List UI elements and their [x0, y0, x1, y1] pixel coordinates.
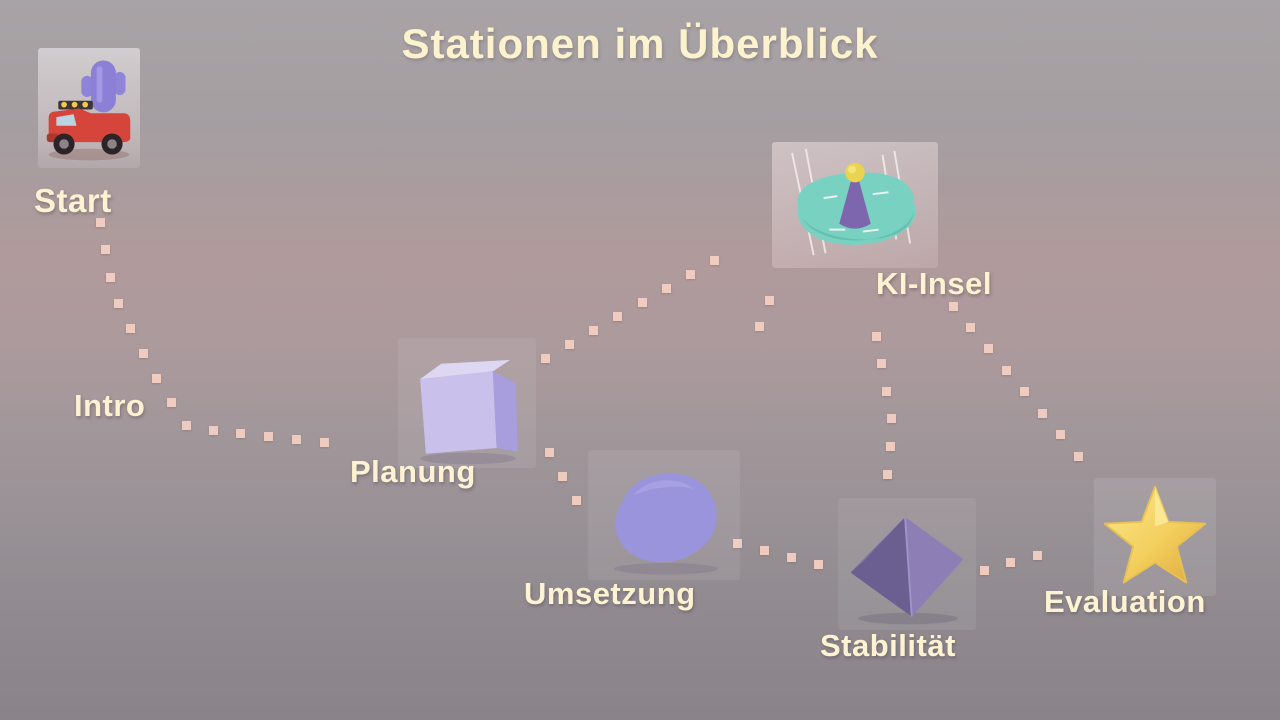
path-dot	[182, 421, 192, 431]
cube-icon	[420, 359, 518, 465]
path-dot	[813, 559, 823, 569]
station-umsetzung-image	[588, 450, 740, 580]
path-dot	[152, 373, 162, 383]
path-dot	[105, 272, 115, 282]
path-dot	[984, 344, 994, 354]
path-dot	[637, 297, 647, 307]
path-dot	[948, 301, 958, 311]
station-stabilitaet-image	[838, 498, 976, 630]
path-dot	[755, 321, 765, 331]
path-dot	[544, 447, 554, 457]
path-dot	[540, 353, 550, 363]
path-dot	[320, 437, 329, 447]
path-dot	[881, 386, 891, 396]
station-start-label: Start	[34, 182, 112, 219]
path-dot	[1033, 550, 1043, 560]
station-start-image	[38, 48, 140, 168]
path-dot	[1020, 387, 1030, 397]
path-dot	[114, 299, 124, 308]
station-evaluation-label: Evaluation	[1044, 584, 1206, 619]
path-dot	[759, 545, 769, 555]
path-dot	[886, 441, 896, 451]
pyramid-icon	[850, 517, 964, 625]
path-dot	[966, 322, 976, 332]
station-stabilitaet-label: Stabilität	[820, 628, 956, 663]
station-intro-label: Intro	[74, 388, 146, 423]
blob-icon	[614, 473, 718, 575]
path-dot	[876, 359, 886, 369]
path-dot	[264, 431, 274, 441]
path-dot	[292, 434, 302, 444]
path-dot	[167, 397, 177, 407]
island-icon	[791, 148, 917, 256]
path-dot	[786, 552, 796, 562]
path-dot	[138, 349, 148, 359]
station-ki-insel-image	[772, 142, 938, 268]
path-dot	[564, 339, 574, 349]
path-dot	[1002, 365, 1012, 375]
path-dot	[1006, 558, 1016, 568]
path-dot	[613, 311, 623, 321]
path-dot	[764, 295, 774, 305]
path-dot	[686, 269, 696, 279]
station-umsetzung-label: Umsetzung	[524, 576, 696, 611]
path-dot	[871, 331, 881, 341]
path-dot	[883, 469, 893, 479]
path-dot	[100, 245, 110, 255]
path-dot	[1038, 408, 1048, 418]
path-dot	[1074, 451, 1084, 461]
path-dot	[589, 325, 599, 335]
truck-icon	[46, 60, 131, 161]
path-dot	[732, 538, 742, 548]
path-dot	[572, 496, 582, 506]
station-planung-image	[398, 338, 536, 468]
station-ki-insel-label: KI-Insel	[876, 266, 992, 301]
path-dot	[236, 429, 246, 439]
path-dot	[126, 324, 136, 334]
path-dot	[979, 565, 989, 575]
station-planung-label: Planung	[350, 454, 476, 489]
path-dot	[1056, 430, 1066, 440]
star-icon	[1103, 485, 1207, 584]
path-dot	[661, 283, 671, 293]
station-evaluation-image	[1094, 478, 1216, 596]
path-dot	[208, 426, 218, 436]
page-title: Stationen im Überblick	[401, 20, 879, 67]
path-dot	[710, 255, 720, 265]
path-dot	[95, 217, 105, 227]
path-dot	[558, 471, 568, 481]
path-dot	[886, 414, 896, 424]
